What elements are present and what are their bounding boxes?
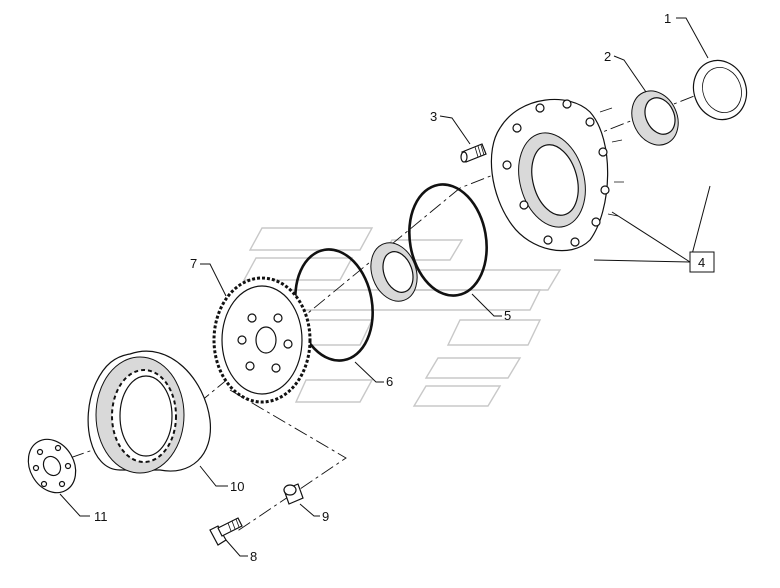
part-seal-ring (692, 59, 748, 121)
callout-7: 7 (190, 256, 197, 271)
leader-lines (59, 17, 709, 557)
part-bushing (283, 483, 304, 505)
part-thrust-plate (27, 438, 77, 494)
callout-4: 4 (698, 255, 705, 270)
callout-9: 9 (322, 509, 329, 524)
part-cap-screw (209, 517, 243, 546)
callout-2: 2 (604, 49, 611, 64)
callout-8: 8 (250, 549, 257, 564)
callout-3: 3 (430, 109, 437, 124)
callout-box-4 (689, 251, 715, 273)
callout-6: 6 (386, 374, 393, 389)
part-hub-assembly (490, 99, 711, 263)
part-bearing-cone (370, 242, 418, 302)
callout-5: 5 (504, 308, 511, 323)
part-carrier-gear (212, 276, 312, 404)
part-ring-gear (87, 350, 211, 474)
watermark-logo (242, 227, 562, 407)
part-stud (460, 143, 487, 163)
callout-11: 11 (94, 509, 108, 524)
callout-10: 10 (230, 479, 244, 494)
part-large-oring (408, 183, 488, 297)
part-bearing-cup (631, 90, 679, 146)
callout-1: 1 (664, 11, 671, 26)
hub-bolt-holes (502, 99, 610, 247)
